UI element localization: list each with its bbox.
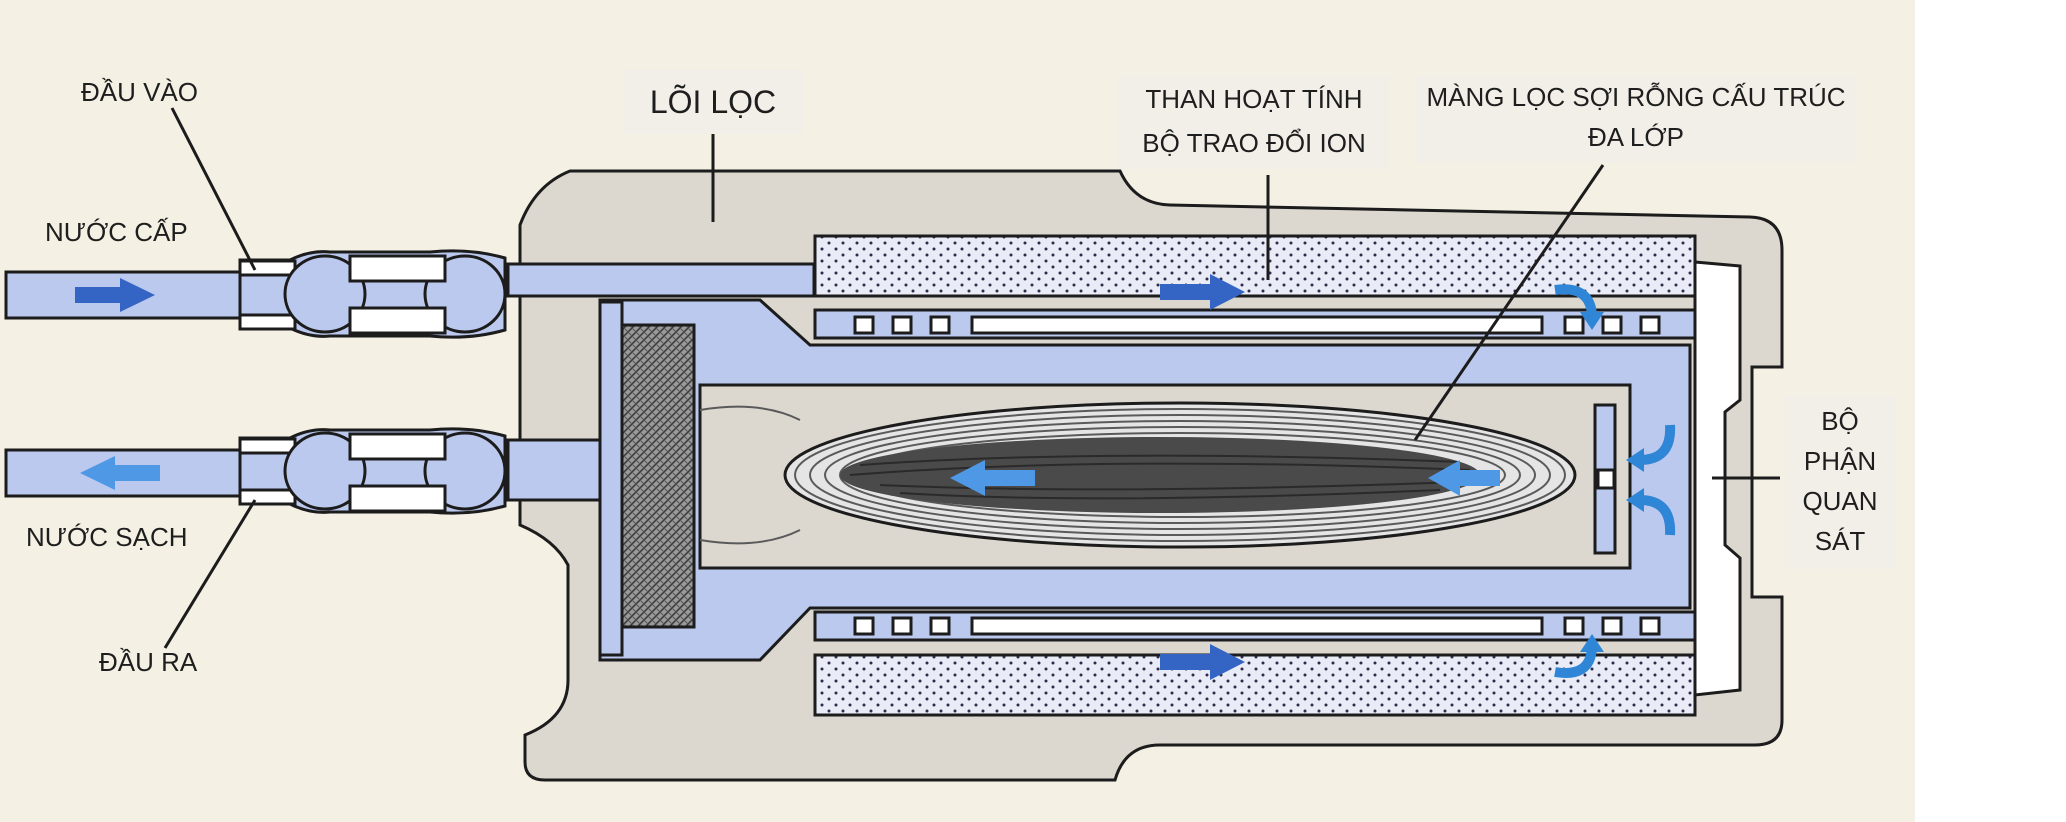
label-feed-water: NƯỚC CẤP <box>45 217 188 247</box>
outlet-connector <box>238 427 507 515</box>
label-outlet-port: ĐẦU RA <box>99 647 198 677</box>
label-inlet-port: ĐẦU VÀO <box>81 77 199 107</box>
perforated-plate-lower <box>813 610 1697 642</box>
perforated-plate-upper <box>813 308 1697 340</box>
curved-arrow-icon <box>1554 647 1597 678</box>
inlet-passage <box>506 262 816 298</box>
arrow-left-icon <box>1428 460 1500 496</box>
label-sight-window: BỘ PHẬN QUAN SÁT <box>1785 395 1895 569</box>
membrane-flange <box>598 300 624 657</box>
arrow-left-icon <box>80 456 160 490</box>
curved-arrow-icon <box>1554 284 1597 316</box>
curved-arrow-icon <box>1639 495 1676 536</box>
label-hollow-fiber-membrane: MÀNG LỌC SỢI RỖNG CẤU TRÚC ĐA LỚP <box>1415 75 1857 163</box>
label-filter-core: LÕI LỌC <box>623 70 803 134</box>
inlet-connector <box>238 249 507 339</box>
arrow-right-icon <box>1160 274 1245 310</box>
arrow-left-icon <box>950 460 1035 496</box>
outlet-passage <box>506 438 602 502</box>
label-clean-water: NƯỚC SẠCH <box>26 522 188 552</box>
hollow-fiber-bundle <box>699 401 1577 549</box>
arrow-right-icon <box>75 278 155 312</box>
leader-lines <box>163 107 1780 649</box>
curved-arrow-icon <box>1639 424 1676 465</box>
arrow-right-icon <box>1160 644 1245 680</box>
blank-margin <box>1915 0 2066 822</box>
label-activated-carbon: THAN HOẠT TÍNH BỘ TRAO ĐỔI ION <box>1118 75 1390 169</box>
carbon-bed-lower <box>813 653 1697 717</box>
potting-block <box>620 323 696 629</box>
